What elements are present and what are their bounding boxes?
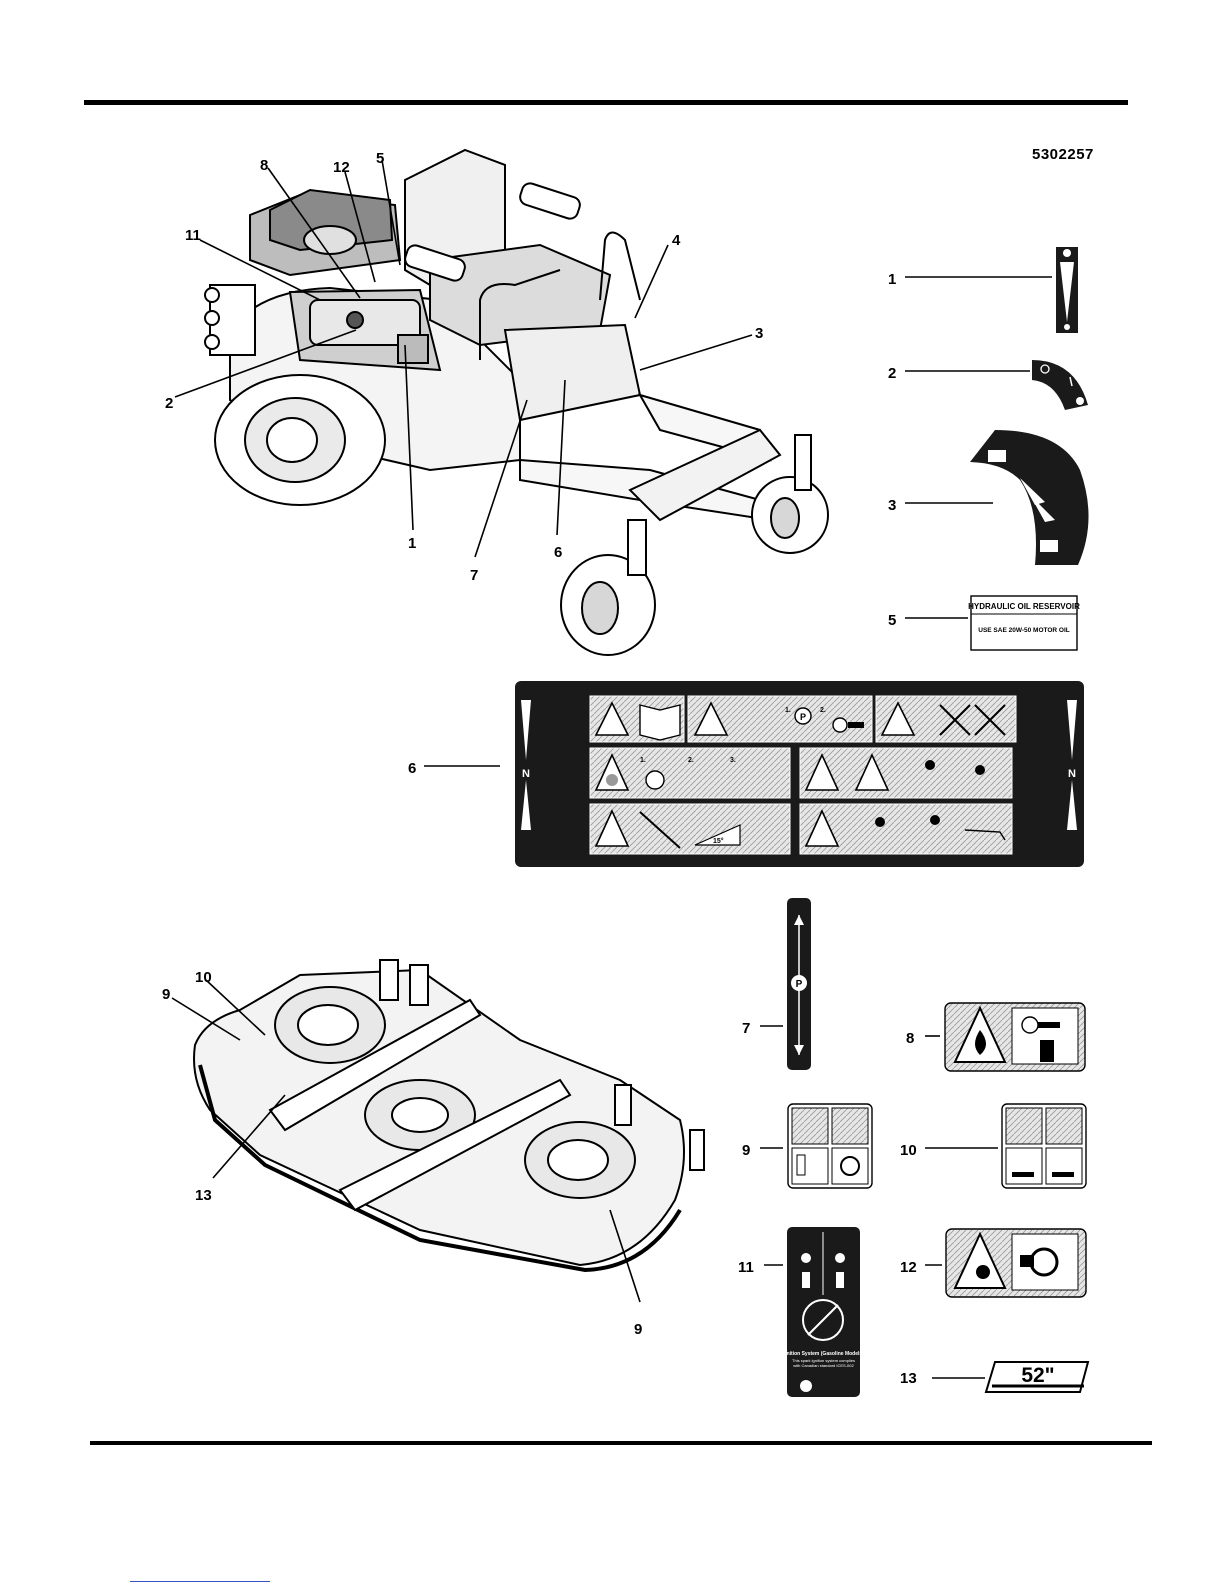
- decal6-row2-step1: 1.: [640, 757, 646, 764]
- decal-6-safety: N N P 1. 2. 1. 2. 3.: [424, 681, 1084, 867]
- callout-7-mower: 7: [470, 567, 478, 584]
- callout-13-deck: 13: [195, 1187, 212, 1204]
- decal6-row2-step2: 2.: [688, 757, 694, 764]
- decal6-step1: 1.: [785, 707, 791, 714]
- callout-5-decal: 5: [888, 612, 896, 629]
- hydraulic-title: HYDRAULIC OIL RESERVOIR: [968, 602, 1080, 611]
- neutral-mark-left: N: [522, 768, 530, 780]
- decal-13-deck-size: 52": [932, 1362, 1088, 1392]
- decal-2-ignition: [905, 360, 1088, 410]
- footer-link-underline[interactable]: [130, 1581, 270, 1582]
- callout-5-mower: 5: [376, 150, 384, 167]
- callout-10-decal: 10: [900, 1142, 917, 1159]
- neutral-mark-right: N: [1068, 768, 1076, 780]
- callout-11-mower: 11: [185, 227, 201, 244]
- deck-size-label: 52": [1021, 1364, 1054, 1387]
- park-mark-decal7: P: [796, 979, 803, 990]
- mower-illustration: [205, 150, 828, 655]
- decal-1-throttle: [905, 247, 1078, 333]
- callout-2-decal: 2: [888, 365, 896, 382]
- callout-6-decal: 6: [408, 760, 416, 777]
- decal-9: [760, 1104, 872, 1188]
- callout-6-mower: 6: [554, 544, 562, 561]
- decal-5-hydraulic: HYDRAULIC OIL RESERVOIR USE SAE 20W-50 M…: [905, 596, 1080, 650]
- callout-9-deck-right: 9: [634, 1321, 642, 1338]
- callout-12-decal: 12: [900, 1259, 917, 1276]
- callout-8-decal: 8: [906, 1030, 914, 1047]
- callout-2-mower: 2: [165, 395, 173, 412]
- decal-7-park: P: [760, 898, 811, 1070]
- decal6-row2-step3: 3.: [730, 757, 736, 764]
- decal-11-ignition: Ignition System (Gasoline Models) This s…: [764, 1227, 864, 1397]
- callout-1-mower: 1: [408, 535, 416, 552]
- deck-illustration: [194, 960, 704, 1270]
- callout-10-deck: 10: [195, 969, 212, 986]
- decal-12: [925, 1229, 1086, 1297]
- park-mark-decal6: P: [800, 712, 806, 722]
- bottom-rule: [90, 1441, 1152, 1445]
- decal-3-deck-lift: [905, 430, 1089, 565]
- callout-7-decal: 7: [742, 1020, 750, 1037]
- callout-3-mower: 3: [755, 325, 763, 342]
- callout-3-decal: 3: [888, 497, 896, 514]
- callout-12-mower: 12: [333, 159, 350, 176]
- decal6-step2: 2.: [820, 707, 826, 714]
- decal6-slope-angle: 15°: [713, 837, 724, 845]
- callout-4-mower: 4: [672, 232, 681, 249]
- callout-9-deck-left: 9: [162, 986, 170, 1003]
- decal-8-fire: [925, 1003, 1085, 1071]
- callout-13-decal: 13: [900, 1370, 917, 1387]
- ignition-title: Ignition System (Gasoline Models): [782, 1351, 864, 1357]
- ignition-body: This spark ignition system complies with…: [789, 1358, 858, 1368]
- hydraulic-body: USE SAE 20W-50 MOTOR OIL: [978, 627, 1070, 634]
- callout-8-mower: 8: [260, 157, 268, 174]
- decal-10: [925, 1104, 1086, 1188]
- callout-1-decal: 1: [888, 271, 896, 288]
- callout-11-decal: 11: [738, 1259, 754, 1276]
- callout-9-decal: 9: [742, 1142, 750, 1159]
